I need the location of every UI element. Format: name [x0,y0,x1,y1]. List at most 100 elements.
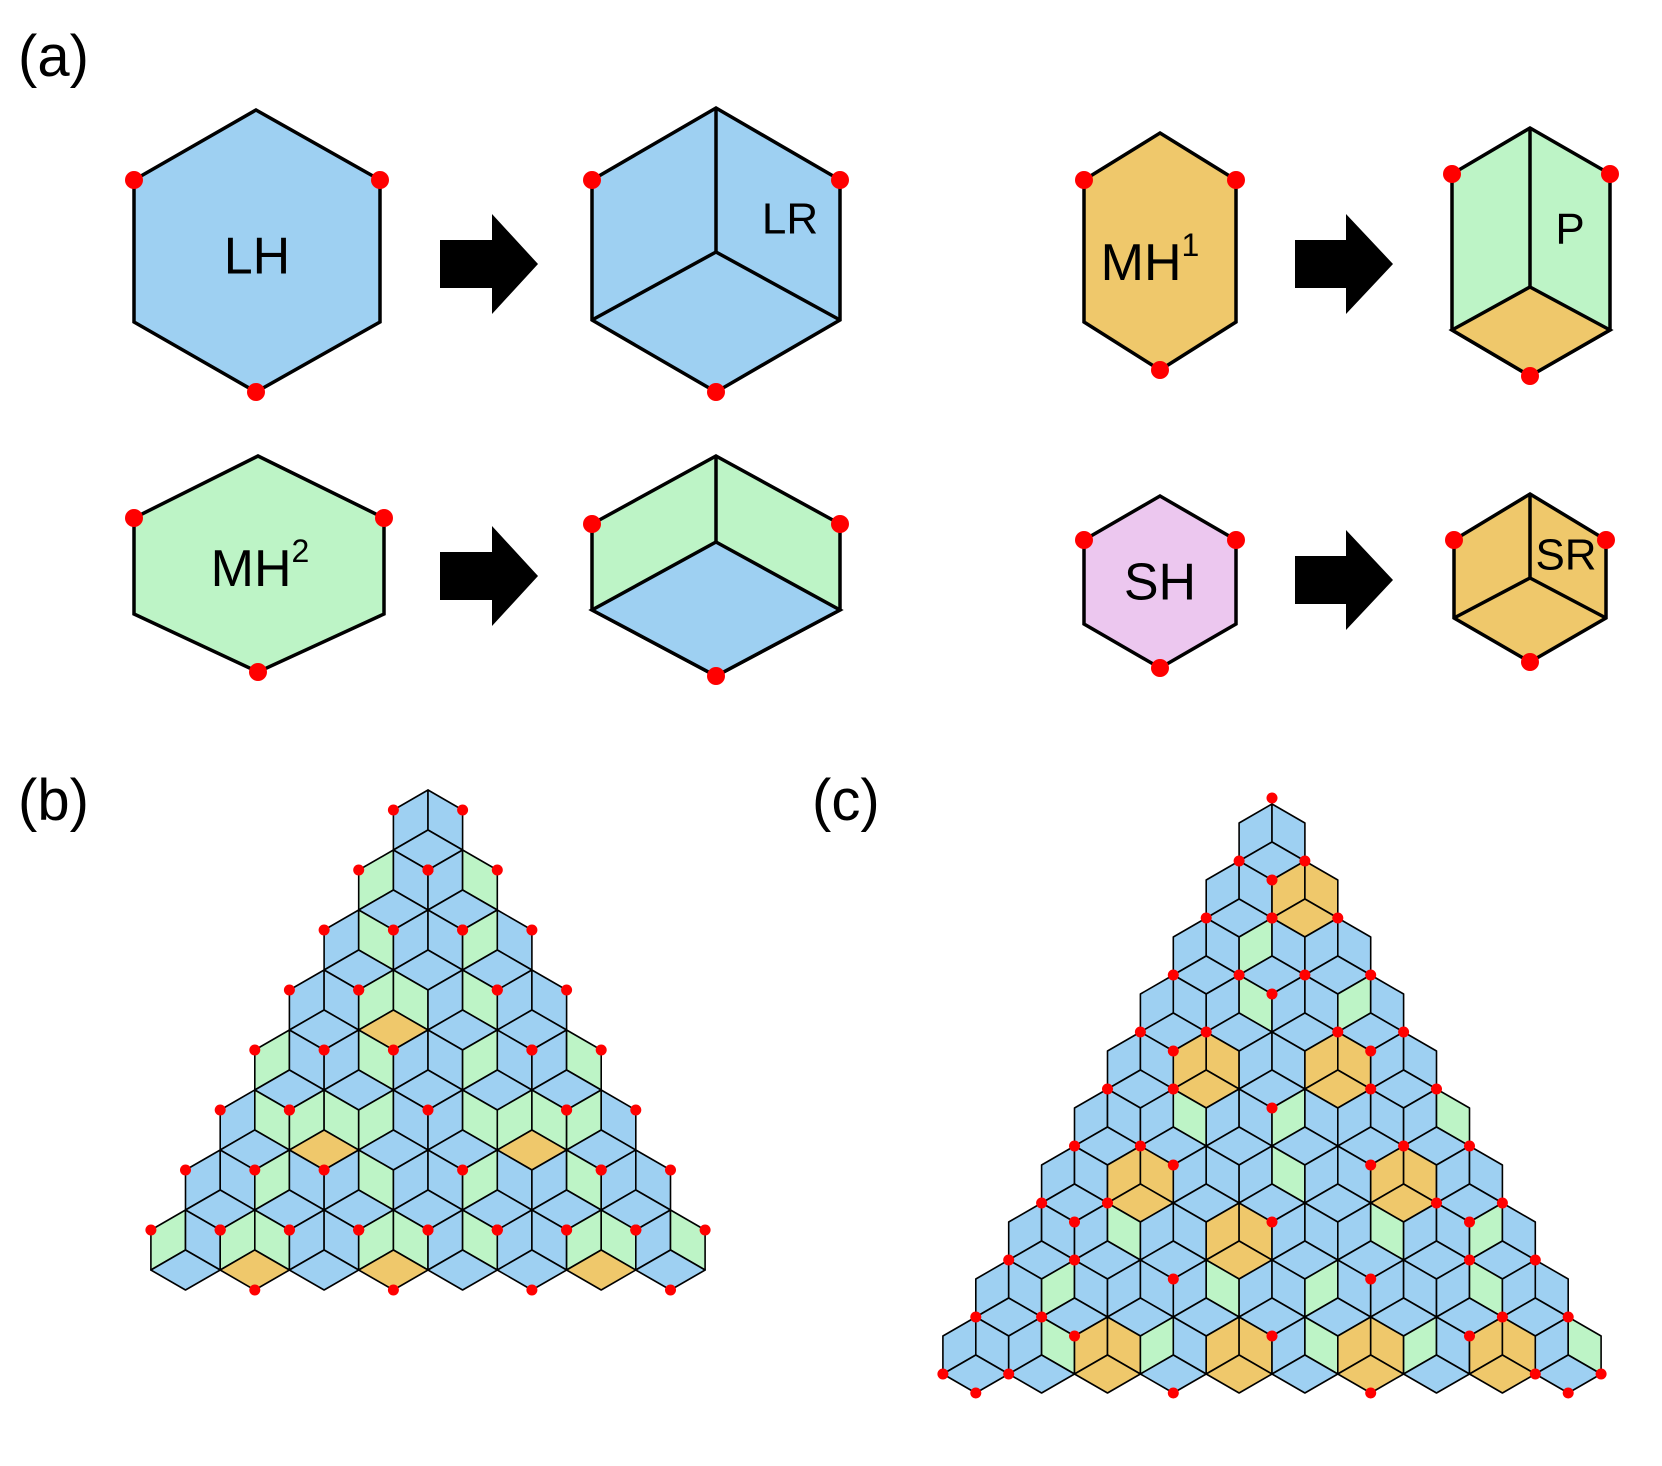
vertex-dot [1266,874,1278,886]
vertex-dot [457,924,469,936]
vertex-dot [353,1224,365,1236]
vertex-dot [387,924,399,936]
vertex-dot [1233,855,1245,867]
lh-label: LH [224,228,290,286]
vertex-dot [1167,1045,1179,1057]
vertex-dot [1365,969,1377,981]
vertex-dot [422,1224,434,1236]
vertex-dot [353,864,365,876]
vertex-dot [1597,531,1615,549]
panel-a: LH LR MH1 [125,105,1619,685]
mh2-cube [583,454,849,685]
vertex-dot [1134,1026,1146,1038]
vertex-dot [371,171,389,189]
vertex-dot [526,1284,538,1296]
vertex-dot [831,171,849,189]
vertex-dot [526,1044,538,1056]
vertex-dot [1299,855,1311,867]
vertex-dot [1431,1083,1442,1095]
vertex-dot [1529,1254,1541,1266]
vertex-dot [1431,1197,1442,1209]
vertex-dot [561,1104,573,1116]
vertex-dot [1102,1083,1113,1095]
vertex-dot [1233,969,1245,981]
vertex-dot [1595,1368,1607,1380]
vertex-dot [1266,1102,1278,1114]
vertex-dot [1167,1083,1179,1095]
lattice-b-cube-face-bottom [634,1249,706,1291]
vertex-dot [1167,969,1179,981]
vertex-dot [1365,1045,1377,1057]
vertex-dot [1167,1273,1179,1285]
vertex-dot [1365,1159,1377,1171]
vertex-dot [249,663,267,681]
vertex-dot [1003,1254,1015,1266]
vertex-dot [491,864,503,876]
vertex-dot [970,1387,982,1399]
p-prism: P [1443,125,1619,385]
vertex-dot [145,1224,157,1236]
vertex-dot [1151,659,1169,677]
vertex-dot [1365,1083,1377,1095]
mh1-label-base: MH [1101,234,1182,292]
mh1-label-sup: 1 [1182,227,1200,263]
vertex-dot [561,1224,573,1236]
mh1-label: MH1 [1101,227,1200,291]
vertex-dot [249,1044,261,1056]
lattice-b [145,789,711,1296]
vertex-dot [561,984,573,996]
vertex-dot [1443,165,1461,183]
mh1-hexagon: MH1 [1075,130,1245,379]
vertex-dot [1496,1197,1508,1209]
vertex-dot [1266,1216,1278,1228]
vertex-dot [583,171,601,189]
mh2-label: MH2 [211,533,310,597]
vertex-dot [1496,1311,1508,1323]
vertex-dot [1069,1216,1080,1228]
vertex-dot [1003,1368,1015,1380]
vertex-dot [353,984,365,996]
vertex-dot [422,1104,434,1116]
vertex-dot [1562,1387,1574,1399]
panel-label-c: (c) [812,768,880,833]
vertex-dot [1464,1254,1475,1266]
vertex-dot [831,515,849,533]
p-label: P [1555,205,1584,254]
sr-cube: SR [1445,491,1615,671]
sh-label: SH [1124,554,1196,612]
vertex-dot [1134,1140,1146,1152]
vertex-dot [491,984,503,996]
vertex-dot [214,1104,226,1116]
vertex-dot [318,924,330,936]
vertex-dot [1398,1140,1410,1152]
vertex-dot [1036,1311,1048,1323]
vertex-dot [1332,1026,1344,1038]
vertex-dot [1299,969,1311,981]
vertex-dot [1562,1311,1574,1323]
vertex-dot [699,1224,711,1236]
vertex-dot [180,1164,191,1176]
vertex-dot [1464,1330,1475,1342]
lr-edge [591,250,717,322]
vertex-dot [1601,165,1619,183]
vertex-dot [1464,1140,1475,1152]
vertex-dot [125,171,143,189]
vertex-dot [1075,171,1093,189]
vertex-dot [249,1164,261,1176]
vertex-dot [1200,1026,1212,1038]
vertex-dot [1167,1387,1179,1399]
vertex-dot [283,1224,295,1236]
vertex-dot [1521,367,1539,385]
vertex-dot [1069,1140,1080,1152]
vertex-dot [1365,1273,1377,1285]
vertex-dot [1445,531,1463,549]
vertex-dot [707,667,725,685]
mh2-hexagon: MH2 [125,454,393,681]
vertex-dot [214,1224,226,1236]
vertex-dot [318,1044,330,1056]
vertex-dot [970,1311,982,1323]
panel-label-b: (b) [18,768,89,833]
arrow-icon [1295,530,1393,630]
vertex-dot [387,1284,399,1296]
